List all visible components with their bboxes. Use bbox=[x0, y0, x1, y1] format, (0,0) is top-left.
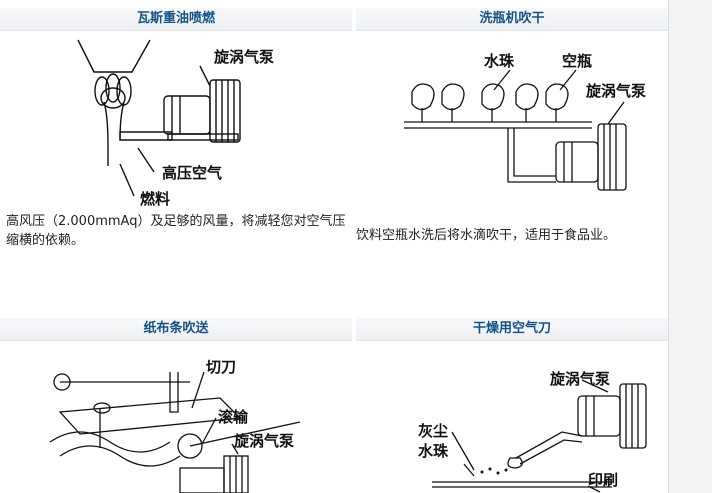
scrollbar-track[interactable] bbox=[668, 0, 712, 493]
label-empty-bottle: 空瓶 bbox=[562, 52, 592, 70]
panel-bottle-dryer: 洗瓶机吹干 bbox=[356, 0, 668, 300]
label-vortex-pump: 旋涡气泵 bbox=[585, 82, 646, 100]
panel-caption: 高风压（2.000mmAq）及足够的风量，将减轻您对空气压缩横的依赖。 bbox=[6, 214, 346, 248]
panel-title: 瓦斯重油喷燃 bbox=[0, 8, 352, 31]
label-vortex-pump: 旋涡气泵 bbox=[213, 48, 274, 66]
paper-blower-diagram: 切刀 滚输 旋涡气泵 bbox=[40, 352, 340, 493]
label-vortex-pump: 旋涡气泵 bbox=[549, 370, 610, 388]
label-water-drops: 水珠 bbox=[484, 52, 515, 70]
panel-air-knife-dryer: 干燥用空气刀 bbox=[356, 312, 668, 493]
label-water-drops: 水珠 bbox=[418, 442, 449, 460]
label-fuel: 燃料 bbox=[140, 190, 170, 208]
burner-diagram: 旋涡气泵 高压空气 燃料 bbox=[60, 36, 350, 208]
label-roller: 滚输 bbox=[218, 408, 249, 426]
label-high-pressure-air: 高压空气 bbox=[162, 164, 222, 182]
bottle-dryer-diagram: 水珠 空瓶 旋涡气泵 bbox=[400, 38, 662, 198]
panel-paper-strip-blower: 纸布条吹送 切刀 bbox=[0, 312, 352, 493]
panel-caption: 饮料空瓶水洗后将水滴吹干，适用于食品业。 bbox=[356, 228, 617, 243]
panel-gas-oil-burner: 瓦斯重油喷燃 bbox=[0, 0, 352, 300]
label-vortex-pump: 旋涡气泵 bbox=[233, 432, 294, 450]
panel-title: 干燥用空气刀 bbox=[356, 318, 668, 341]
panel-title: 纸布条吹送 bbox=[0, 318, 352, 341]
label-printing: 印刷 bbox=[588, 471, 618, 489]
label-dust: 灰尘 bbox=[418, 422, 448, 440]
air-knife-diagram: 旋涡气泵 灰尘 水珠 印刷 bbox=[412, 352, 662, 493]
label-cutter: 切刀 bbox=[206, 358, 236, 376]
panel-title: 洗瓶机吹干 bbox=[356, 8, 668, 31]
